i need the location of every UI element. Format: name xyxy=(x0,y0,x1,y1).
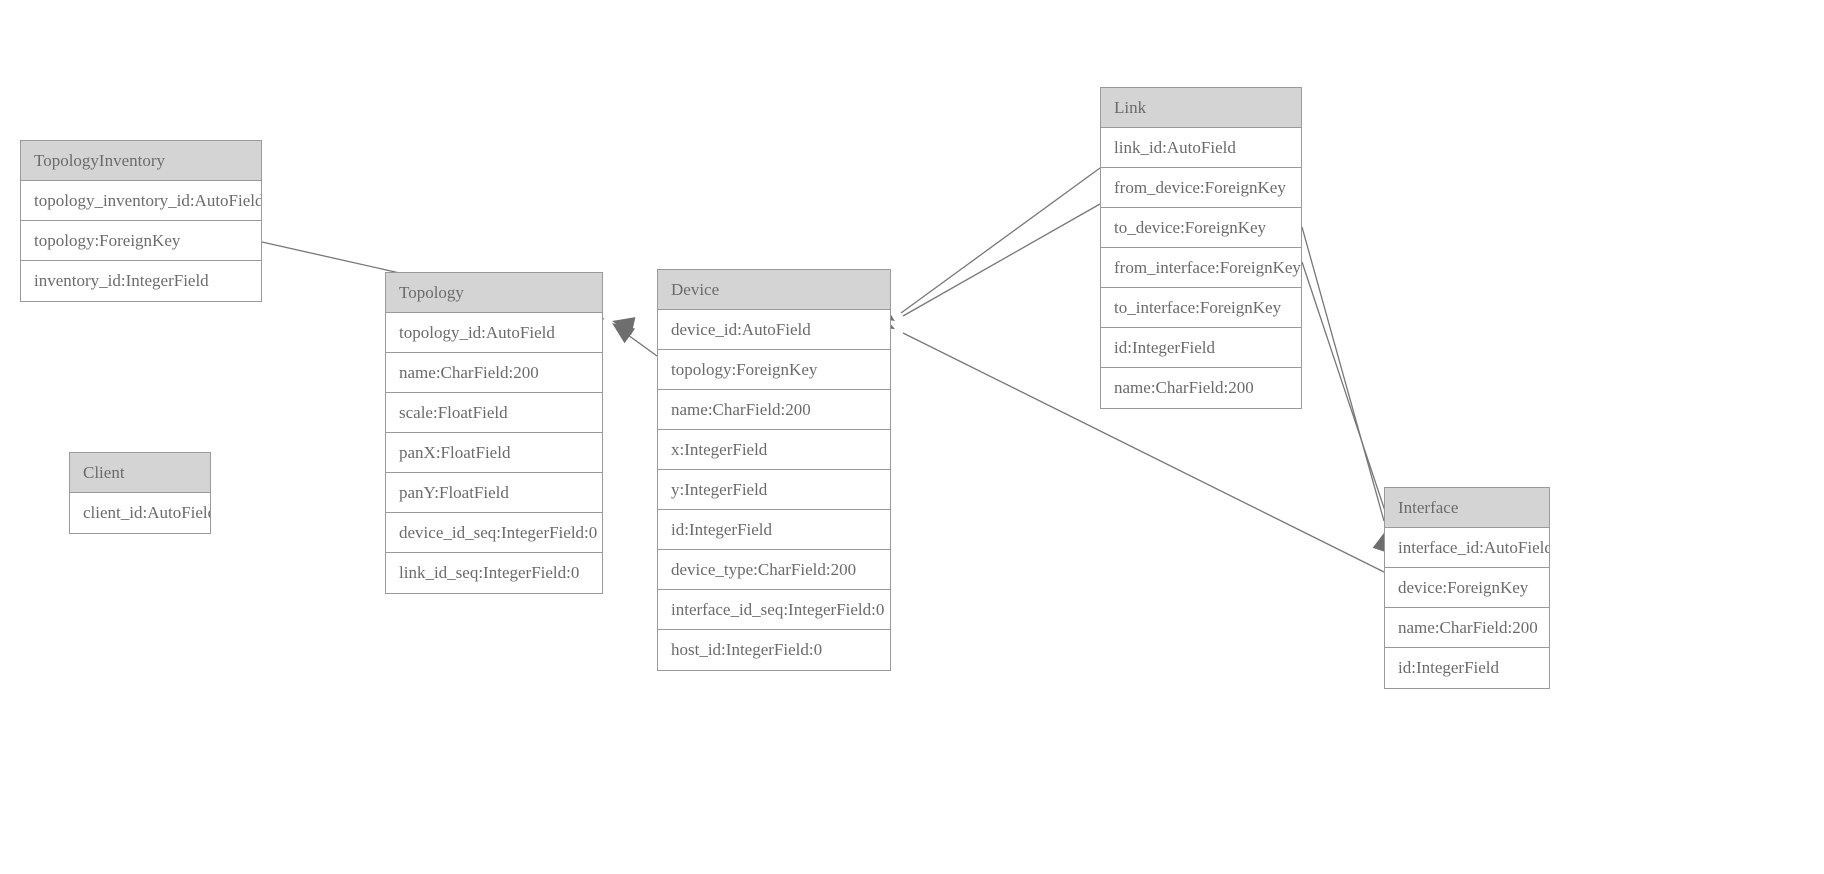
entity-field-row[interactable]: topology_id:AutoField xyxy=(386,313,602,353)
entity-title: Topology xyxy=(386,273,602,313)
entity-field-row[interactable]: device:ForeignKey xyxy=(1385,568,1549,608)
relationship-arrowhead xyxy=(612,317,636,335)
relationship-edge: Link.from_device -> Device xyxy=(869,167,1101,318)
entity-field-row[interactable]: link_id_seq:IntegerField:0 xyxy=(386,553,602,593)
entity-field-row[interactable]: to_device:ForeignKey xyxy=(1101,208,1301,248)
entity-field-row[interactable]: to_interface:ForeignKey xyxy=(1101,288,1301,328)
relationship-line xyxy=(900,167,1101,314)
entity-field-row[interactable]: from_interface:ForeignKey xyxy=(1101,248,1301,288)
entity-field-row[interactable]: topology:ForeignKey xyxy=(658,350,890,390)
entity-title: Interface xyxy=(1385,488,1549,528)
entity-field-row[interactable]: interface_id_seq:IntegerField:0 xyxy=(658,590,890,630)
relationship-line xyxy=(1301,226,1385,522)
entity-title: Client xyxy=(70,453,210,493)
entity-title: Link xyxy=(1101,88,1301,128)
entity-title: Device xyxy=(658,270,890,310)
entity-field-row[interactable]: panX:FloatField xyxy=(386,433,602,473)
entity-field-row[interactable]: link_id:AutoField xyxy=(1101,128,1301,168)
entity-field-row[interactable]: inventory_id:IntegerField xyxy=(21,261,261,301)
entity-field-row[interactable]: scale:FloatField xyxy=(386,393,602,433)
entity-field-row[interactable]: panY:FloatField xyxy=(386,473,602,513)
entity-field-row[interactable]: id:IntegerField xyxy=(1101,328,1301,368)
relationship-edge: Device.topology -> Topology xyxy=(612,323,658,357)
entity-field-row[interactable]: device_id_seq:IntegerField:0 xyxy=(386,513,602,553)
entity-field-row[interactable]: topology:ForeignKey xyxy=(21,221,261,261)
entity-field-row[interactable]: name:CharField:200 xyxy=(1101,368,1301,408)
relationship-arrowhead xyxy=(612,323,636,344)
entity-field-row[interactable]: id:IntegerField xyxy=(658,510,890,550)
entity-field-row[interactable]: topology_inventory_id:AutoField xyxy=(21,181,261,221)
entity-field-row[interactable]: id:IntegerField xyxy=(1385,648,1549,688)
entity-field-row[interactable]: name:CharField:200 xyxy=(386,353,602,393)
entity-title: TopologyInventory xyxy=(21,141,261,181)
relationship-edge: Link.from_interface -> Interface xyxy=(1301,226,1390,553)
entity-field-row[interactable]: y:IntegerField xyxy=(658,470,890,510)
entity-field-row[interactable]: device_id:AutoField xyxy=(658,310,890,350)
entity-field-row[interactable]: interface_id:AutoField xyxy=(1385,528,1549,568)
entity-field-row[interactable]: device_type:CharField:200 xyxy=(658,550,890,590)
entity-field-row[interactable]: name:CharField:200 xyxy=(658,390,890,430)
entity-field-row[interactable]: from_device:ForeignKey xyxy=(1101,168,1301,208)
relationship-edge: Link.to_device -> Device xyxy=(871,203,1101,321)
entity-field-row[interactable]: client_id:AutoField xyxy=(70,493,210,533)
entity-field-row[interactable]: name:CharField:200 xyxy=(1385,608,1549,648)
entity-field-row[interactable]: host_id:IntegerField:0 xyxy=(658,630,890,670)
relationship-line xyxy=(902,203,1101,317)
relationship-line xyxy=(1301,261,1390,524)
relationship-line xyxy=(616,326,658,357)
entity-field-row[interactable]: x:IntegerField xyxy=(658,430,890,470)
